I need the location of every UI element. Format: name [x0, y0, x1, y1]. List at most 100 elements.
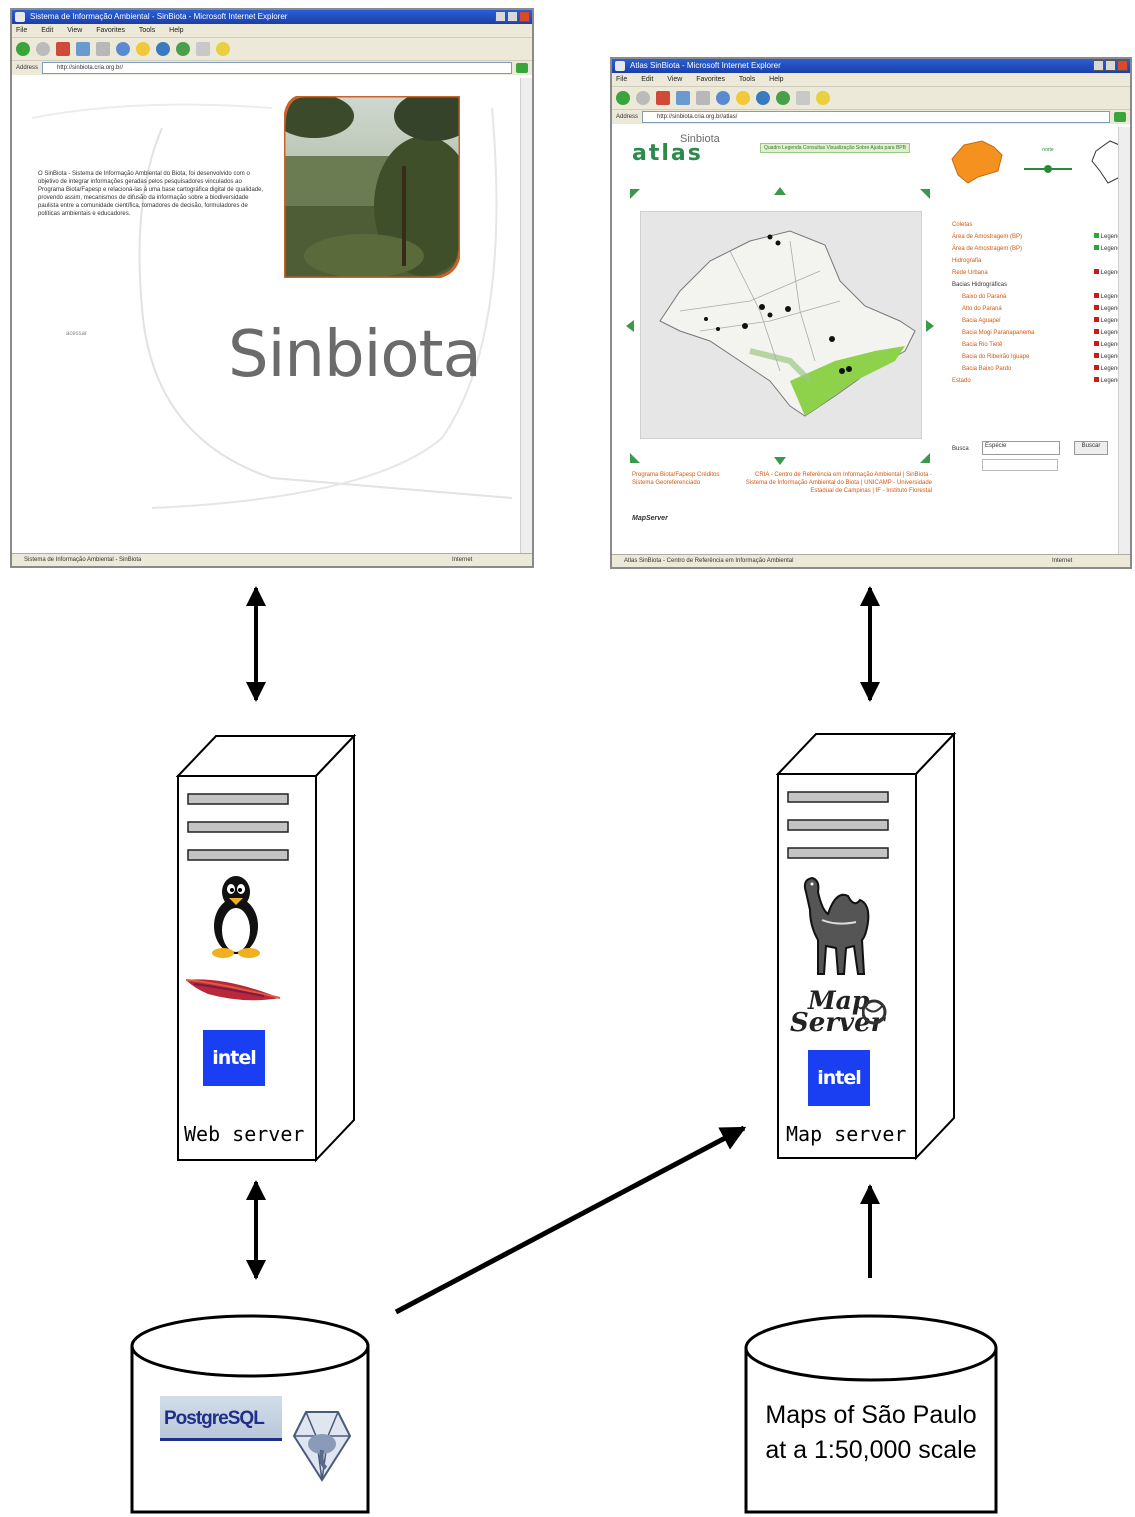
menu-tools[interactable]: Tools	[738, 76, 756, 83]
history-icon[interactable]	[176, 42, 190, 56]
maps-database-line2: at a 1:50,000 scale	[765, 1436, 977, 1464]
postgresql-logo-text: PostgreSQL	[164, 1408, 265, 1429]
menu-tools[interactable]: Tools	[138, 27, 156, 34]
menu-edit[interactable]: Edit	[41, 27, 54, 34]
toggle-icon[interactable]	[1093, 377, 1099, 382]
maps-database-line1: Maps of São Paulo	[765, 1401, 977, 1429]
menu-favorites[interactable]: Favorites	[96, 27, 126, 34]
layer-row[interactable]: Bacia Aguapeí Legenda	[952, 315, 1124, 327]
maximize-icon[interactable]	[1105, 60, 1116, 71]
messenger-icon[interactable]	[816, 91, 830, 105]
toggle-icon[interactable]	[1093, 245, 1099, 250]
menu-favorites[interactable]: Favorites	[696, 76, 726, 83]
layer-label: Bacia Rio Tietê	[962, 342, 1003, 348]
left-scrollbar[interactable]	[520, 78, 532, 554]
close-icon[interactable]	[1117, 60, 1128, 71]
toggle-icon[interactable]	[1093, 293, 1099, 298]
layer-label: Rede Urbana	[952, 270, 988, 276]
media-icon[interactable]	[156, 42, 170, 56]
stop-icon[interactable]	[656, 91, 670, 105]
refresh-icon[interactable]	[676, 91, 690, 105]
go-button[interactable]	[1114, 112, 1126, 122]
atlas-footer-right[interactable]: CRIA - Centro de Referência em Informaçã…	[745, 472, 932, 494]
stop-icon[interactable]	[56, 42, 70, 56]
atlas-footer-left[interactable]: Programa Biota/Fapesp Créditos Sistema G…	[632, 472, 720, 486]
favorites-icon[interactable]	[736, 91, 750, 105]
layer-heading: Coletas	[952, 222, 973, 228]
toggle-icon[interactable]	[1093, 233, 1099, 238]
zoom-control[interactable]: norte	[1018, 141, 1078, 191]
search-field[interactable]: Espécie	[982, 441, 1060, 455]
search-extra-field[interactable]	[982, 459, 1058, 471]
layer-label: Bacia Mogi Paranapanema	[962, 330, 1035, 336]
forward-icon[interactable]	[636, 91, 650, 105]
toggle-icon[interactable]	[1093, 305, 1099, 310]
minimize-icon[interactable]	[1093, 60, 1104, 71]
menu-file[interactable]: File	[616, 76, 628, 83]
menu-edit[interactable]: Edit	[641, 76, 654, 83]
back-icon[interactable]	[616, 91, 630, 105]
sao-paulo-map[interactable]	[640, 211, 922, 439]
toggle-icon[interactable]	[1093, 317, 1099, 322]
mail-icon[interactable]	[796, 91, 810, 105]
favorites-icon[interactable]	[136, 42, 150, 56]
layer-tag: Legenda	[1100, 294, 1124, 300]
toggle-icon[interactable]	[1093, 353, 1099, 358]
intel-logo-text: intel	[817, 1067, 862, 1089]
intel-icon: intel	[808, 1050, 870, 1106]
home-icon[interactable]	[96, 42, 110, 56]
menu-view[interactable]: View	[67, 27, 83, 34]
search-icon[interactable]	[716, 91, 730, 105]
forward-icon[interactable]	[36, 42, 50, 56]
layer-row[interactable]: Área de Amostragem (BP)Legenda	[952, 231, 1124, 243]
maximize-icon[interactable]	[507, 11, 518, 22]
toggle-icon[interactable]	[1093, 329, 1099, 334]
menu-file[interactable]: File	[16, 27, 28, 34]
search-icon[interactable]	[116, 42, 130, 56]
layer-row[interactable]: Bacias Hidrográficas	[952, 279, 1124, 291]
right-scrollbar[interactable]	[1118, 127, 1130, 555]
back-icon[interactable]	[16, 42, 30, 56]
maps-database: Maps of São Paulo at a 1:50,000 scale	[742, 1312, 1000, 1517]
refresh-icon[interactable]	[76, 42, 90, 56]
menu-view[interactable]: View	[667, 76, 683, 83]
layer-row[interactable]: Área de Amostragem (BP)Legenda	[952, 243, 1124, 255]
layer-row[interactable]: Hidrografia	[952, 255, 1124, 267]
layer-tag: Legenda	[1100, 354, 1124, 360]
layer-list: Coletas Área de Amostragem (BP)Legenda Á…	[952, 219, 1124, 387]
mail-icon[interactable]	[196, 42, 210, 56]
layer-label: Bacia Aguapeí	[962, 318, 1001, 324]
history-icon[interactable]	[776, 91, 790, 105]
apache-feather-icon	[185, 979, 281, 1001]
atlas-browser-window: Atlas SinBiota - Microsoft Internet Expl…	[610, 57, 1132, 569]
home-icon[interactable]	[696, 91, 710, 105]
messenger-icon[interactable]	[216, 42, 230, 56]
mapserver-badge: MapServer	[632, 515, 668, 522]
layer-tag: Legenda	[1100, 318, 1124, 324]
close-icon[interactable]	[519, 11, 530, 22]
pan-arrows[interactable]	[622, 181, 938, 471]
side-link[interactable]: acessar	[66, 331, 88, 337]
atlas-nav-box[interactable]: Quadro Legenda Consultas Visualização So…	[760, 143, 910, 153]
menu-help[interactable]: Help	[769, 76, 784, 83]
intel-logo-text: intel	[212, 1047, 257, 1069]
toggle-icon[interactable]	[1093, 269, 1099, 274]
toggle-icon[interactable]	[1093, 341, 1099, 346]
address-field[interactable]: http://sinbiota.cria.org.br/	[42, 62, 512, 74]
layer-tag: Legenda	[1100, 366, 1124, 372]
address-field[interactable]: http://sinbiota.cria.org.br/atlas/	[642, 111, 1110, 123]
go-button[interactable]	[516, 63, 528, 73]
menu-help[interactable]: Help	[169, 27, 184, 34]
search-button[interactable]: Buscar	[1074, 441, 1108, 455]
minimize-icon[interactable]	[495, 11, 506, 22]
toggle-icon[interactable]	[1093, 365, 1099, 370]
media-icon[interactable]	[756, 91, 770, 105]
